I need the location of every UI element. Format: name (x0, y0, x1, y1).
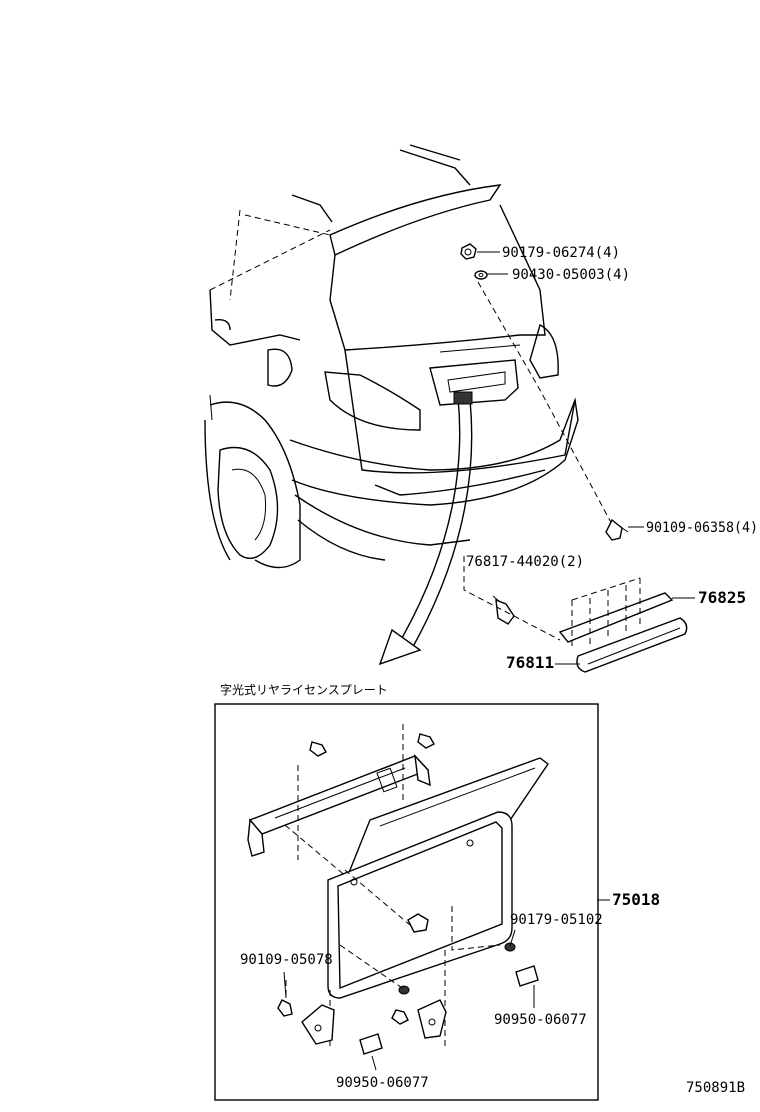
inset-frame (214, 703, 599, 1101)
nut-90179-06274-icon (460, 243, 477, 260)
license-lamp-76825 (558, 577, 674, 650)
detail-arrow (378, 391, 473, 666)
part-label-90109-06358: 90109-06358(4) (646, 520, 758, 536)
part-label-75018: 75018 (612, 890, 660, 909)
vehicle-rear-illustration (204, 144, 579, 569)
part-label-90179-06274: 90179-06274(4) (502, 245, 620, 261)
diagram-code: 750891B (686, 1080, 745, 1096)
inset-illustration (247, 724, 549, 1055)
part-label-90179-05102: 90179-05102 (510, 912, 603, 928)
washer-90430-05003-icon (474, 270, 488, 280)
inset-title: 字光式リヤライセンスプレート (220, 682, 388, 697)
part-label-90950-06077-bottom: 90950-06077 (336, 1075, 429, 1091)
part-label-90430-05003: 90430-05003(4) (512, 267, 630, 283)
part-label-76825: 76825 (698, 588, 746, 607)
part-label-90109-05078: 90109-05078 (240, 952, 333, 968)
clip-76817-44020-icon (492, 595, 515, 625)
screw-90109-06358-icon (605, 518, 629, 541)
part-label-76817-44020: 76817-44020(2) (466, 554, 584, 570)
part-label-76811: 76811 (506, 653, 554, 672)
part-label-90950-06077-right: 90950-06077 (494, 1012, 587, 1028)
license-garnish-76811 (576, 617, 688, 673)
